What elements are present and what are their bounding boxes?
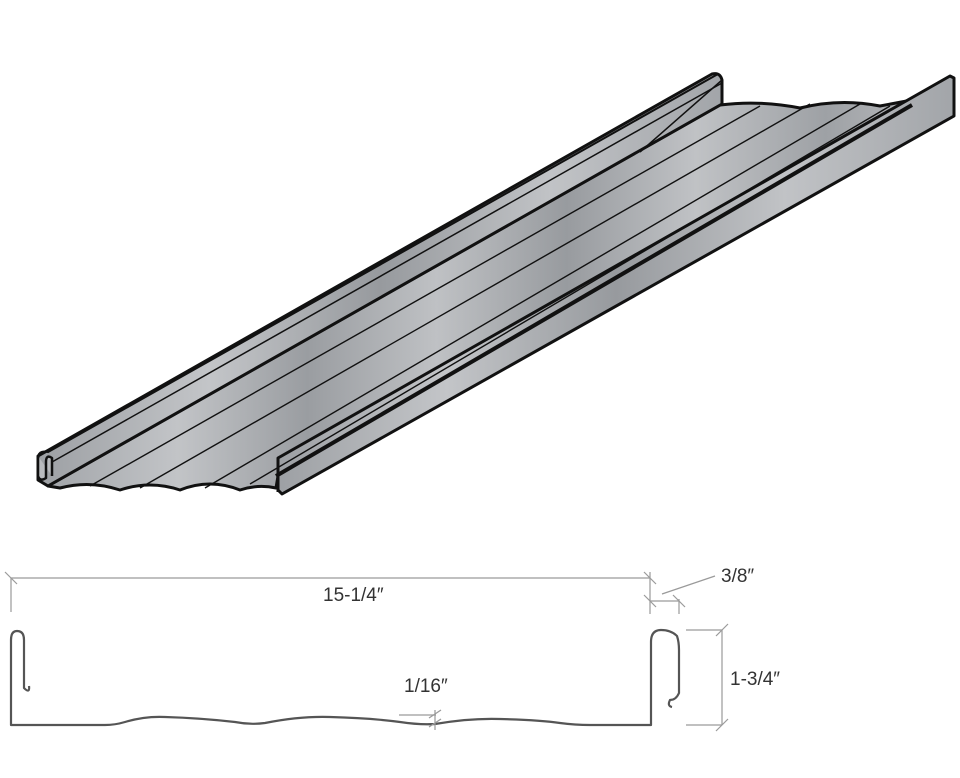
cross-section-view: 15-1/4″ 3/8″ 1-3/4″ 1/16″ — [4, 566, 780, 732]
left-seam-top-fold — [37, 73, 719, 457]
left-seam-front-hem — [36, 455, 54, 481]
left-seam-inner-line — [51, 82, 723, 463]
seam-height-label: 1-3/4″ — [730, 669, 780, 690]
panel-pan-surface — [46, 98, 914, 492]
isometric-panel-view — [36, 72, 956, 496]
seam-width-label: 3/8″ — [721, 566, 754, 587]
pan-striations — [89, 103, 891, 489]
left-seam-back-diagonal — [639, 79, 723, 153]
seam-width-dimension — [643, 575, 716, 614]
panel-profile-outline — [9, 628, 681, 727]
width-dimension — [4, 571, 657, 614]
panel-width-label: 15-1/4″ — [323, 585, 384, 606]
seam-height-dimension — [686, 623, 729, 732]
striation-depth-label: 1/16″ — [404, 676, 448, 697]
right-seam-base-line — [274, 103, 914, 478]
striation-depth-dimension — [399, 709, 442, 730]
left-seam-wall — [36, 72, 724, 488]
